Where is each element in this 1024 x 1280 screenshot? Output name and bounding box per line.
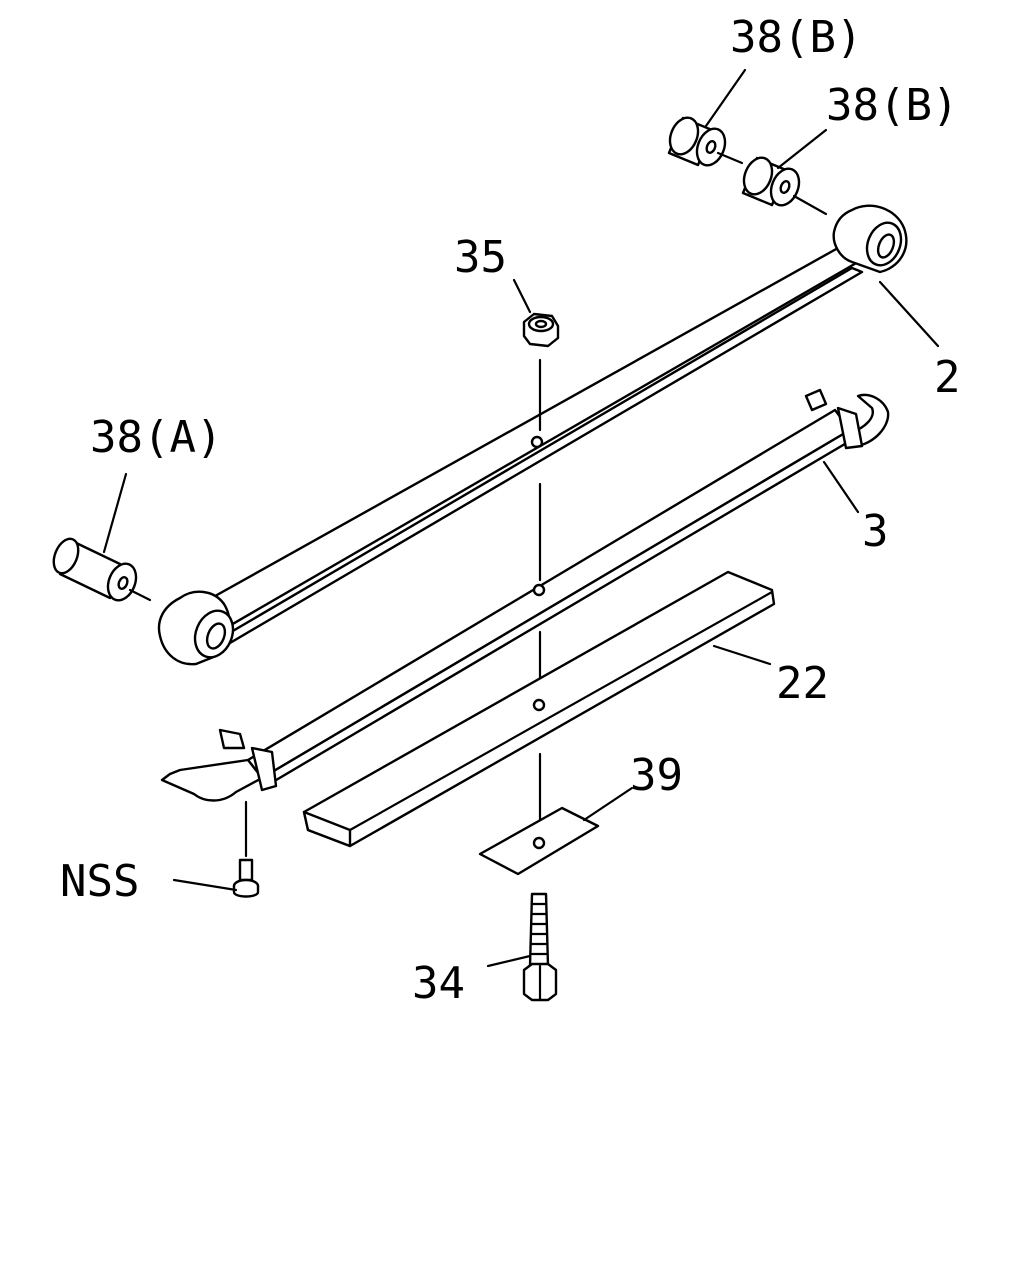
- rivet-nss[interactable]: [232, 800, 260, 898]
- leader-38b-lower: [776, 128, 828, 170]
- leader-2: [878, 280, 940, 348]
- leader-39: [582, 786, 634, 822]
- callout-39: 39: [630, 750, 683, 801]
- leader-22: [712, 644, 772, 666]
- callout-38b-upper: 38(B): [730, 12, 862, 63]
- nut-35[interactable]: [522, 312, 560, 348]
- leader-34: [486, 954, 532, 968]
- center-bolt-34[interactable]: [522, 892, 558, 1002]
- leader-38a: [102, 472, 128, 554]
- callout-3: 3: [862, 506, 889, 557]
- second-leaf-3[interactable]: [160, 388, 890, 802]
- spacer-leaf-22[interactable]: [302, 570, 776, 848]
- bushing-38b-lower[interactable]: [739, 154, 804, 210]
- bushing-axis-line: [128, 588, 152, 602]
- main-leaf-2[interactable]: [157, 204, 908, 666]
- bushing-38a[interactable]: [49, 535, 141, 604]
- leader-35: [512, 278, 532, 314]
- callout-35: 35: [454, 232, 507, 283]
- bushing-38b-upper[interactable]: [665, 114, 730, 170]
- callout-2: 2: [934, 352, 961, 403]
- leader-3: [822, 460, 860, 514]
- bushing-axis-line: [792, 194, 828, 216]
- callout-38b-lower: 38(B): [826, 80, 958, 131]
- leader-38b-upper: [704, 68, 747, 128]
- callout-22: 22: [776, 658, 829, 709]
- pad-39[interactable]: [478, 806, 600, 876]
- bushing-axis-line: [716, 151, 744, 165]
- callout-38a: 38(A): [90, 412, 222, 463]
- callout-nss: NSS: [60, 856, 139, 907]
- leader-nss: [172, 878, 238, 892]
- callout-34: 34: [412, 958, 465, 1009]
